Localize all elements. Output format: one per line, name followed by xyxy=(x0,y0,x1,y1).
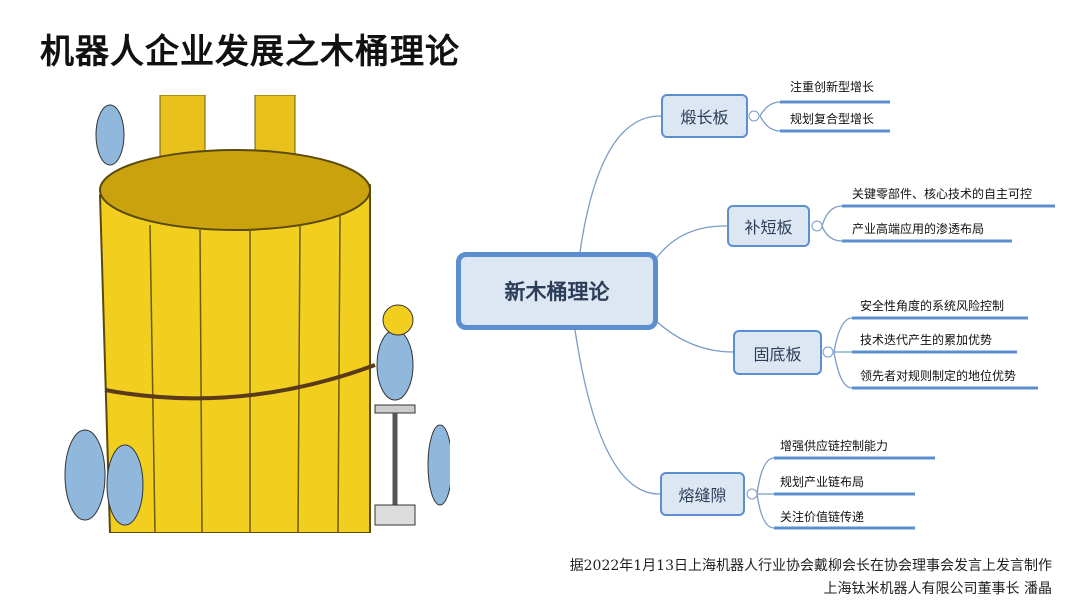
leaf-item: 技术迭代产生的累加优势 xyxy=(860,333,993,347)
branch-node-forge-long[interactable]: 煅长板 xyxy=(661,94,748,138)
leaf-item: 规划复合型增长 xyxy=(790,112,875,126)
mindmap-center-node[interactable]: 新木桶理论 xyxy=(456,252,658,330)
barrel-illustration xyxy=(40,95,450,533)
slide-title: 机器人企业发展之木桶理论 xyxy=(40,32,460,72)
branch-node-fuse-gaps[interactable]: 熔缝隙 xyxy=(660,472,745,516)
leaf-item: 产业高端应用的渗透布局 xyxy=(852,222,985,236)
leaf-item: 关注价值链传递 xyxy=(780,510,865,524)
author-credit: 上海钛米机器人有限公司董事长 潘晶 xyxy=(823,581,1052,597)
leaf-item: 增强供应链控制能力 xyxy=(780,439,889,453)
leaf-item: 安全性角度的系统风险控制 xyxy=(860,299,1005,313)
source-note: 据2022年1月13日上海机器人行业协会戴柳会长在协会理事会发言上发言制作 xyxy=(569,558,1052,574)
leaf-item: 规划产业链布局 xyxy=(780,475,865,489)
branch-node-solid-bottom[interactable]: 固底板 xyxy=(733,330,822,375)
leaf-item: 注重创新型增长 xyxy=(790,80,875,94)
leaf-item: 领先者对规则制定的地位优势 xyxy=(860,369,1017,383)
branch-node-fill-short[interactable]: 补短板 xyxy=(727,205,810,247)
leaf-item: 关键零部件、核心技术的自主可控 xyxy=(852,187,1033,201)
